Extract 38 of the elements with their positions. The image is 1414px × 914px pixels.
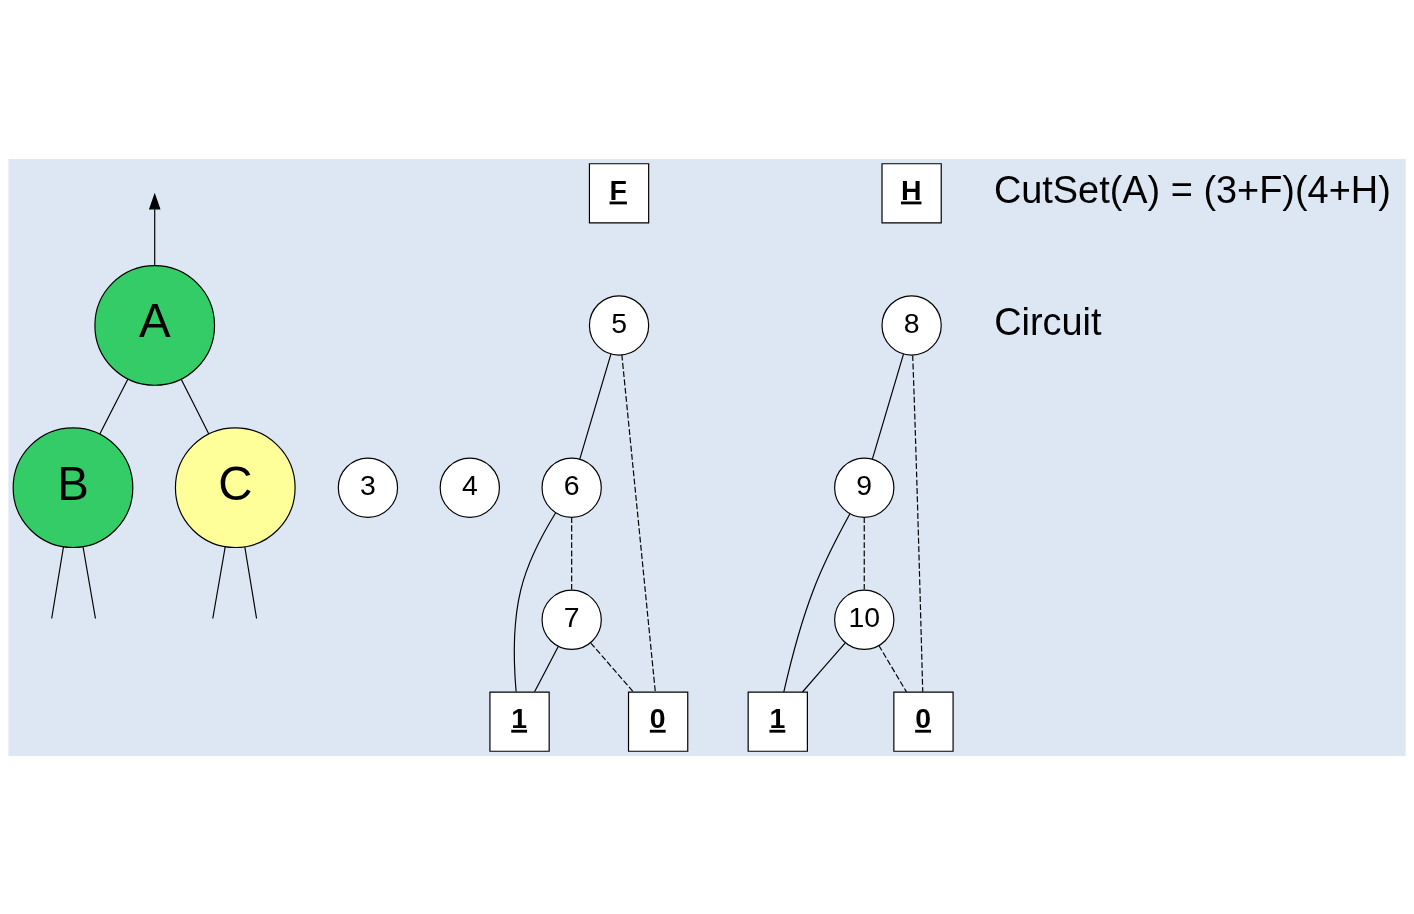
node-circle: 10 (834, 589, 895, 650)
node-box: F (588, 162, 650, 224)
node-circle: B (12, 426, 134, 548)
connector (878, 644, 908, 692)
node-box: 1 (489, 690, 550, 752)
node-circle: A (94, 264, 216, 386)
connector (212, 545, 226, 619)
node-box: 0 (893, 690, 954, 752)
connector (534, 645, 559, 692)
connector (863, 516, 865, 590)
connector (513, 511, 557, 692)
node-circle: 3 (337, 457, 399, 518)
connector (871, 353, 905, 459)
node-circle: 8 (881, 294, 942, 356)
connector (912, 354, 924, 692)
label: Circuit (994, 300, 1102, 343)
connector (51, 545, 65, 619)
node-circle: 6 (541, 457, 602, 518)
connector (801, 641, 846, 693)
node-box: 0 (627, 690, 689, 752)
node-circle: 5 (588, 294, 650, 356)
connector (590, 641, 634, 693)
connector (579, 353, 612, 459)
connector (82, 545, 97, 619)
connector (99, 377, 129, 435)
node-circle: 9 (834, 457, 895, 518)
node-circle: C (174, 426, 296, 548)
node-box: 1 (747, 690, 808, 752)
connector (783, 512, 851, 693)
label: CutSet(A) = (3+F)(4+H) (993, 168, 1391, 211)
connector (621, 353, 656, 692)
connector (244, 545, 258, 619)
node-box: H (881, 162, 942, 224)
arrow (148, 192, 161, 266)
node-circle: 7 (541, 589, 602, 650)
connector (571, 516, 573, 590)
connector (180, 378, 210, 434)
node-circle: 4 (439, 457, 500, 518)
